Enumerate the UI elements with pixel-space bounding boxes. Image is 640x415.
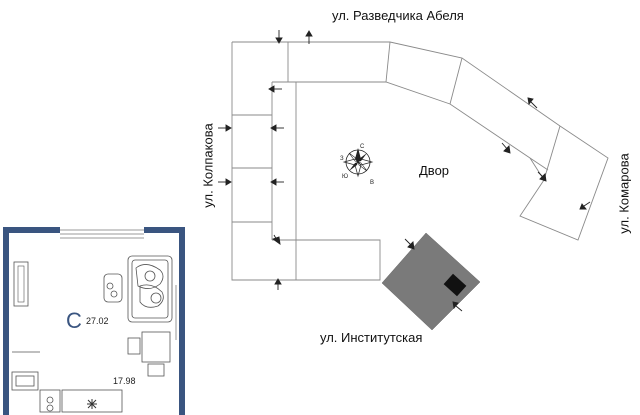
selected-section-marker (443, 273, 467, 297)
street-label-bottom: ул. Институтская (320, 330, 423, 345)
tv-stand (13, 261, 29, 307)
entrance-arrow-icon (268, 85, 282, 93)
compass-rose-icon: С В Ю З (340, 144, 374, 186)
sofa (127, 255, 173, 323)
apartment-floor-plan[interactable] (3, 225, 185, 415)
entrance-arrow-icon (270, 124, 284, 132)
snowflake-icon (87, 399, 97, 409)
entrance-arrow-icon (274, 278, 282, 290)
entrance-arrow-icon (218, 178, 232, 186)
entrance-arrow-icon (501, 142, 511, 154)
compass-letter-n: С (360, 144, 365, 150)
entrance-arrow-icon (272, 234, 281, 245)
street-label-top: ул. Разведчика Абеля (332, 8, 464, 23)
entrance-arrow-icon (305, 30, 313, 44)
entrance-arrow-icon (579, 201, 591, 210)
apartment-type-letter: С (66, 308, 82, 333)
entrance-arrows (218, 30, 591, 312)
entrance-arrow-icon (270, 178, 284, 186)
kitchen-counter (11, 351, 123, 413)
entrance-arrow-icon (537, 171, 547, 182)
entrance-arrow-icon (275, 30, 283, 44)
compass-letter-e: В (370, 180, 374, 186)
compass-letter-s: Ю (342, 174, 348, 180)
courtyard-label: Двор (419, 163, 450, 178)
apartment-area-main: 27.02 (86, 316, 109, 326)
dining-table (127, 331, 171, 377)
apartment-area-kitchen: 17.98 (113, 376, 136, 386)
entrance-arrow-icon (218, 124, 232, 132)
entrance-arrow-icon (527, 97, 538, 109)
compass-letter-w: З (340, 156, 344, 162)
entrance-arrow-icon (404, 238, 415, 250)
street-label-right: ул. Комарова (616, 153, 632, 234)
coffee-table (103, 273, 123, 303)
selected-building[interactable] (381, 232, 481, 331)
street-label-left: ул. Колпакова (200, 123, 216, 208)
entrance-arrow-icon (452, 301, 463, 312)
building-outline (231, 41, 609, 281)
